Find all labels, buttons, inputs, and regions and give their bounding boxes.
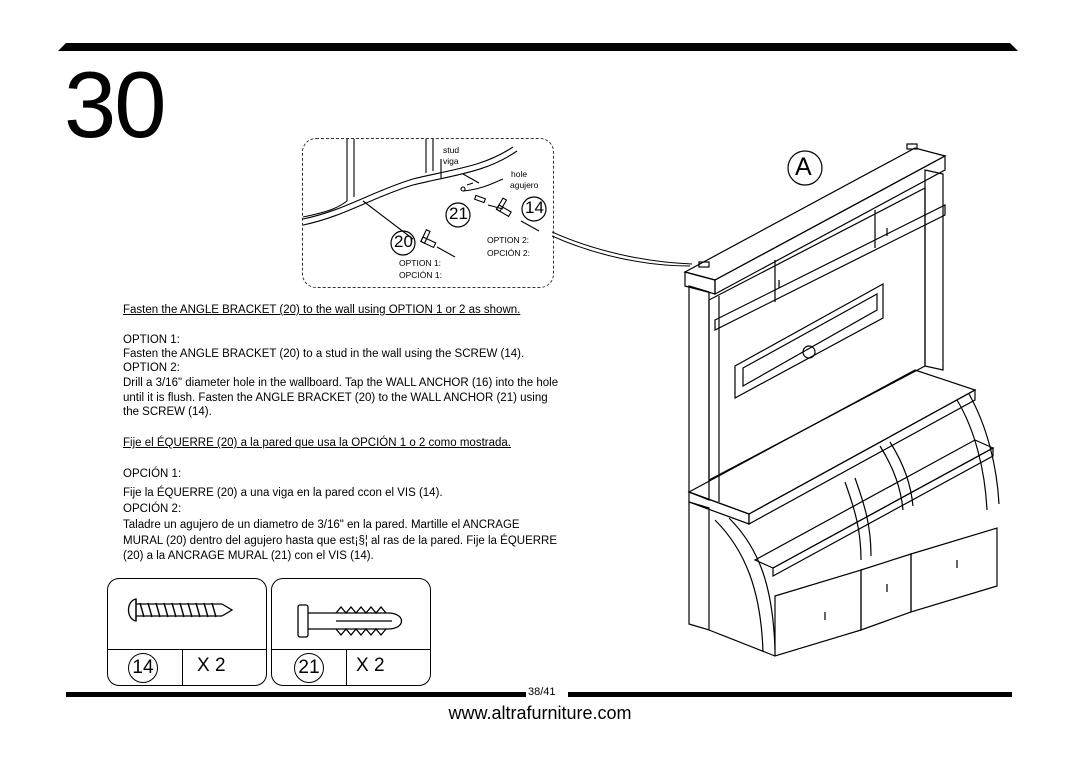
label-stud: stud [443,145,460,155]
label-option1-es: OPCIÓN 1: [399,270,442,280]
option2-line1-es: Taladre un agujero de un diametro de 3/1… [123,519,520,531]
wall-detail-drawing [303,139,547,258]
label-agujero: agujero [510,180,539,190]
callout-part-14: 14 [525,198,544,217]
option2-title-es: OPCIÓN 2: [123,503,182,515]
page-number: 38/41 [528,686,556,698]
option1-title-es: OPCIÓN 1: [123,468,182,480]
part-qty-21: X 2 [356,655,385,676]
label-viga: viga [443,156,459,166]
wall-anchor-icon [297,604,403,638]
part-box-vdivider [182,649,183,685]
part-box-14: 14 X 2 [107,578,267,686]
footer-bar-left [66,692,526,697]
instruction-heading-es: Fije el ÉQUERRE (20) a la pared que usa … [123,437,511,449]
part-box-21: 21 X 2 [271,578,431,686]
entertainment-center-drawing [683,143,1000,657]
option2-title-en: OPTION 2: [123,362,180,374]
diagram-label: A [795,153,812,181]
leader-line [552,231,693,267]
footer-bar-right [568,692,1012,697]
part-box-divider [272,649,430,650]
part-box-divider [108,649,266,650]
option2-line3-es: (20) a la ANCRAGE MURAL (21) con el VIS … [123,550,374,562]
option1-text-en: Fasten the ANGLE BRACKET (20) to a stud … [123,348,525,360]
callout-part-21-circle [445,202,471,228]
instruction-heading-en: Fasten the ANGLE BRACKET (20) to the wal… [123,304,521,316]
option2-line2-es: MURAL (20) dentro del agujero hasta que … [123,535,558,547]
label-option2-en: OPTION 2: [487,235,530,245]
option2-line1-en: Drill a 3/16" diameter hole in the wallb… [123,377,559,389]
callout-part-20-circle [390,230,416,256]
part-id-14: 14 [128,653,158,683]
label-hole: hole [511,169,528,179]
part-box-vdivider [346,649,347,685]
callout-part-20: 20 [394,232,413,251]
option1-text-es: Fije la ÉQUERRE (20) a una viga en la pa… [123,487,443,499]
option1-title-en: OPTION 1: [123,334,180,346]
website-url: www.altrafurniture.com [448,703,632,723]
header-bar [58,43,1018,51]
callout-part-14-circle [521,196,547,222]
step-number: 30 [64,52,167,157]
screw-icon [127,598,234,622]
label-option1-en: OPTION 1: [399,258,442,268]
option2-line3-en: the SCREW (14). [123,406,212,418]
diagram-label-circle [787,150,823,186]
wall-detail-callout: stud viga hole agujero 21 14 20 OPTION 2… [302,138,554,288]
part-id-21: 21 [294,653,324,683]
label-option2-es: OPCIÓN 2: [487,248,530,258]
callout-part-21: 21 [449,204,468,223]
part-qty-14: X 2 [197,655,226,676]
option2-line2-en: until it is flush. Fasten the ANGLE BRAC… [123,392,548,404]
